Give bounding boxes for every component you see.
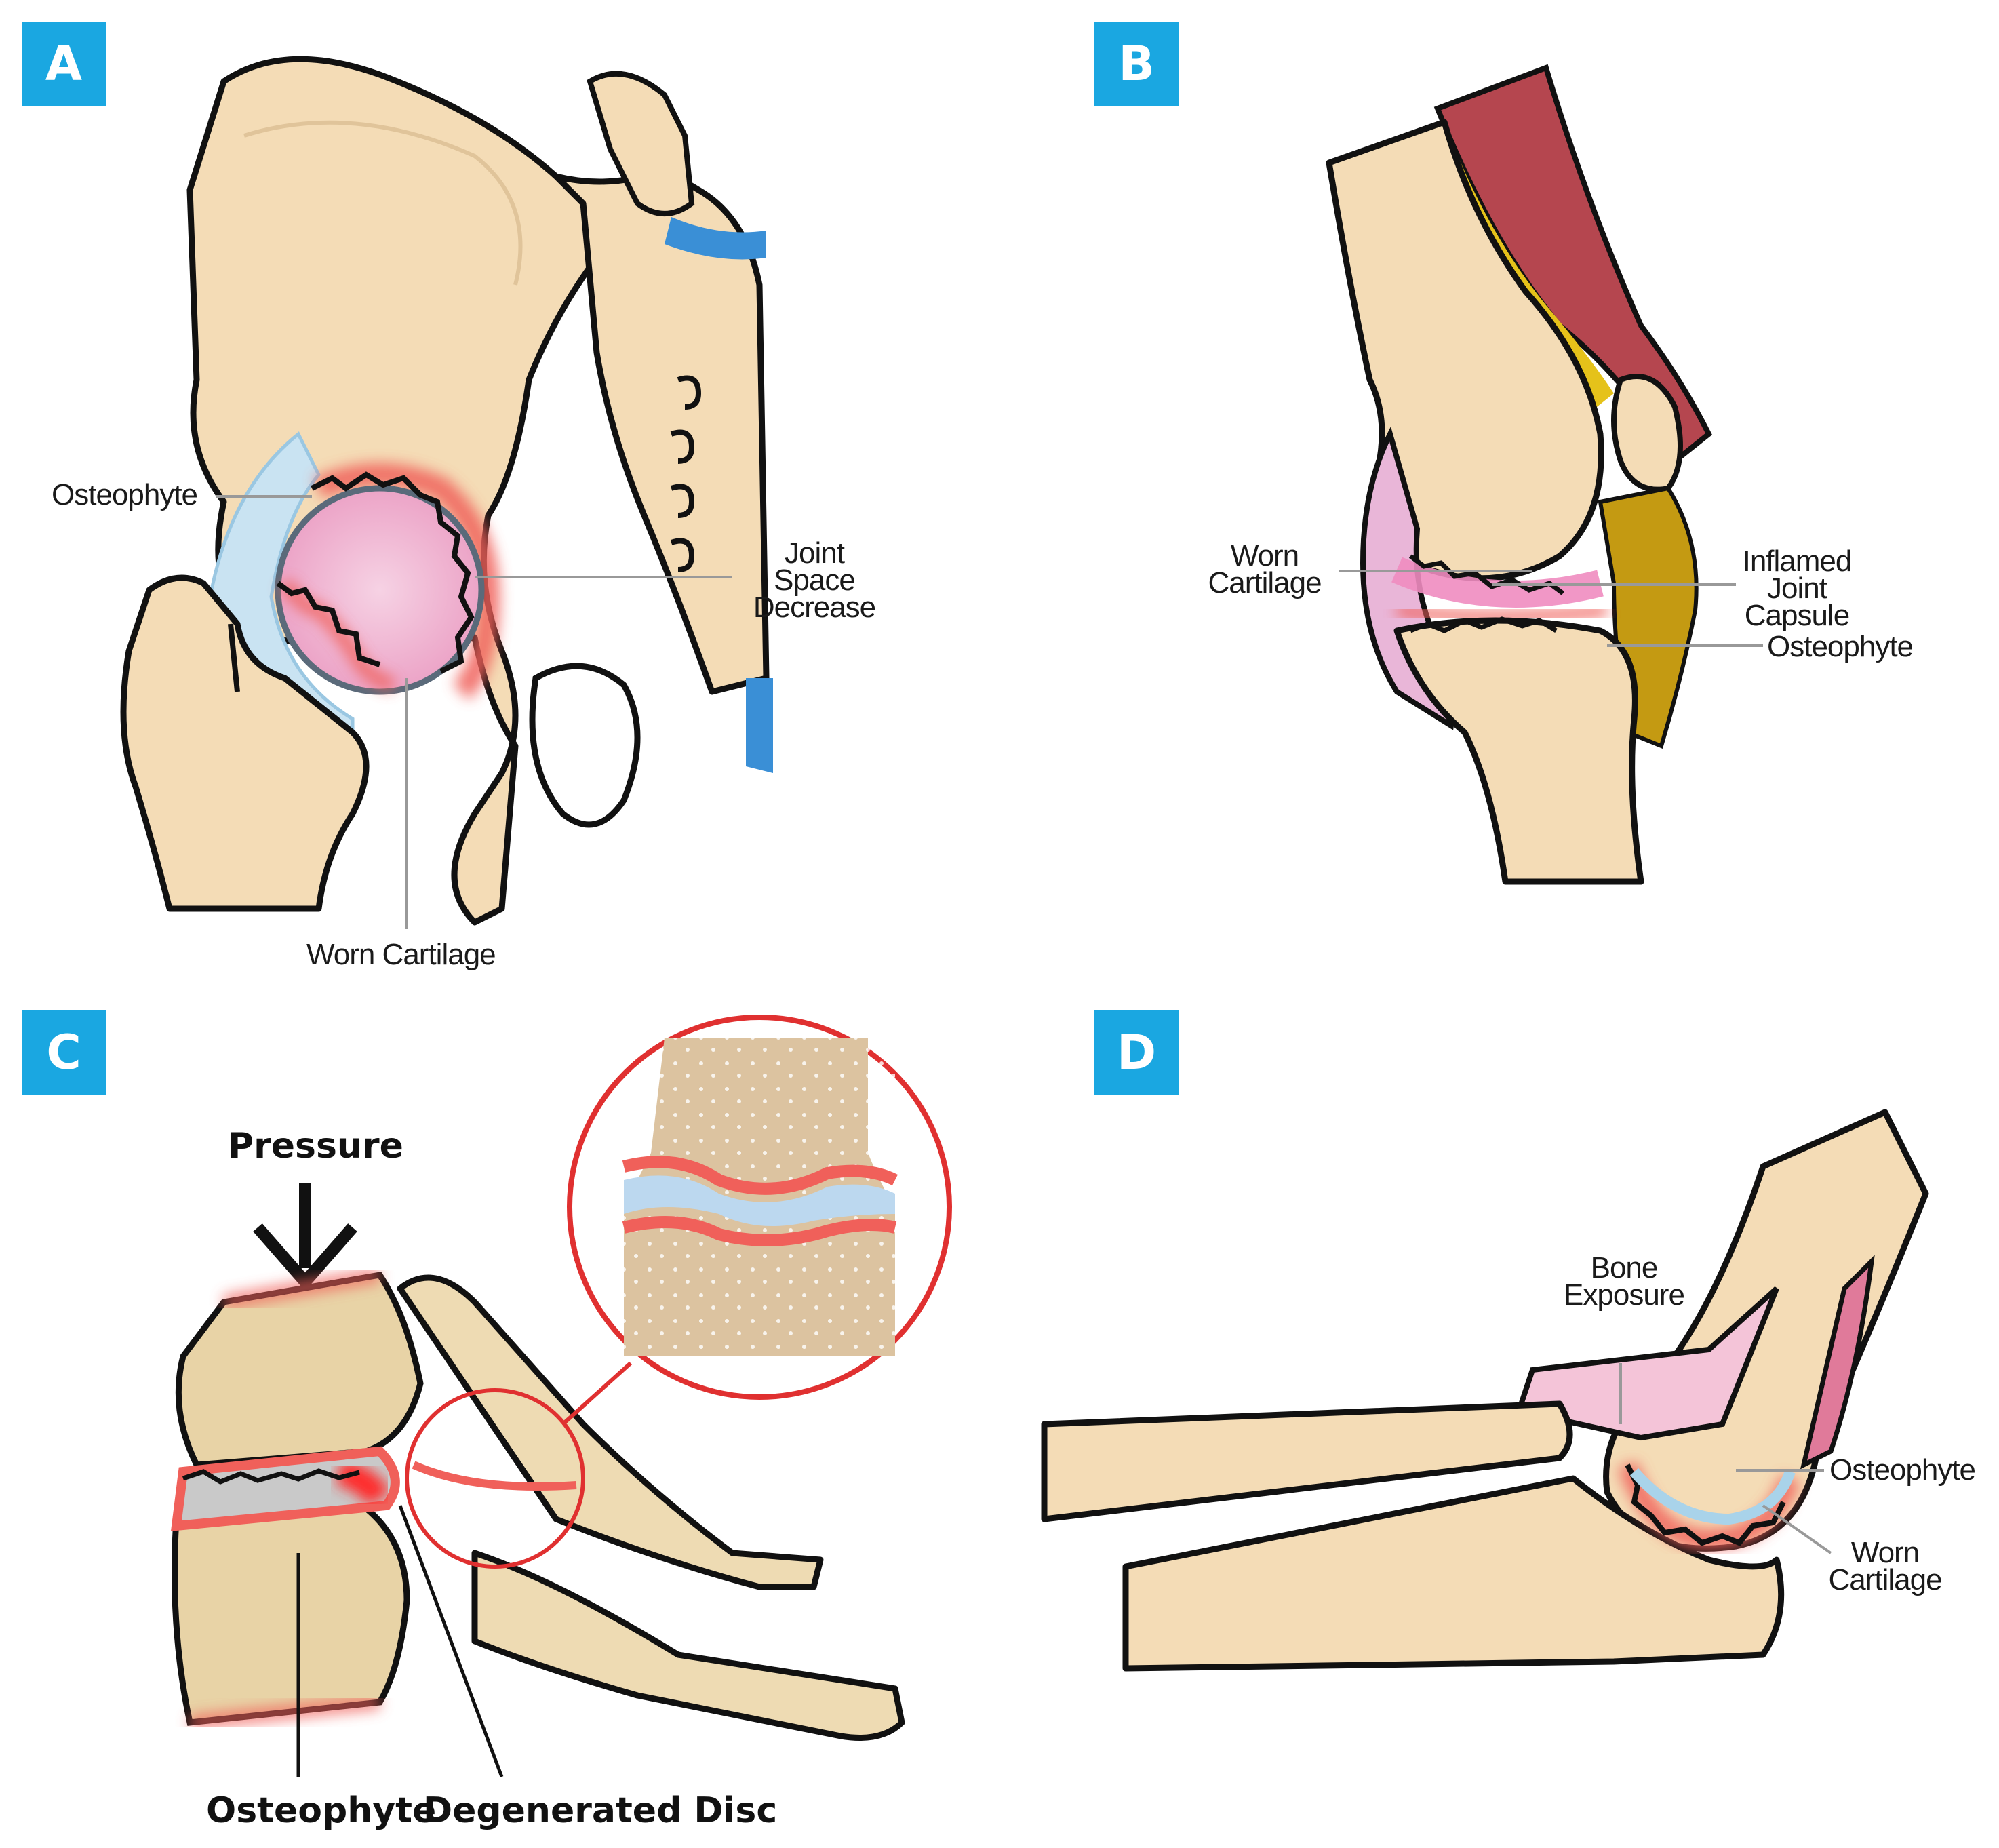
label-a-worn-cartilage: Worn Cartilage [306, 938, 496, 971]
label-a-osteophyte: Osteophyte [52, 478, 198, 511]
panel-c-badge: C [22, 1010, 106, 1095]
panel-b-badge: B [1094, 22, 1179, 106]
label-b-osteophyte: Osteophyte [1767, 630, 1914, 663]
label-d-worn-cartilage: Worn Cartilage [1828, 1536, 1942, 1596]
panel-b-knee-illustration [1326, 64, 1763, 885]
facet-joint-highlight [405, 1388, 585, 1569]
label-c-osteophyte: Osteophyte [206, 1790, 437, 1831]
magnifier-connector [561, 1361, 633, 1426]
panel-d-elbow-illustration [1041, 1109, 1929, 1672]
degenerated-disc-leader-line [398, 1505, 504, 1777]
label-b-inflamed-joint-capsule: Inflamed Joint Capsule [1742, 545, 1853, 632]
tibia [1393, 617, 1644, 885]
obturator-foramen [529, 663, 641, 828]
label-a-joint-space-decrease: Joint Space Decrease [753, 536, 876, 624]
spinous-process-upper [397, 1274, 824, 1590]
label-c-degenerated-disc: Degenerated Disc [423, 1790, 778, 1831]
femoral-head [275, 485, 485, 695]
label-c-pressure: Pressure [228, 1126, 403, 1166]
panel-a-hip-illustration [120, 56, 773, 929]
panel-c-spine-illustration [170, 1015, 952, 1777]
femur [120, 574, 370, 912]
panel-a-badge: A [22, 22, 106, 106]
pelvis-upper-fragment [587, 71, 695, 216]
spinous-process-lower [471, 1550, 905, 1741]
label-d-osteophyte: Osteophyte [1829, 1453, 1976, 1487]
vertebra-lower [172, 1495, 410, 1726]
vertebra-upper [175, 1272, 424, 1468]
radius [1041, 1400, 1573, 1522]
panel-d-badge: D [1094, 1010, 1179, 1095]
magnified-facet-inset [567, 1015, 952, 1400]
label-d-bone-exposure: Bone Exposure [1564, 1251, 1685, 1312]
label-b-worn-cartilage: Worn Cartilage [1208, 539, 1322, 599]
posterior-capsule [1800, 1255, 1875, 1470]
worn-cartilage-leader-line-d [1762, 1504, 1832, 1554]
ulna [1122, 1475, 1785, 1672]
